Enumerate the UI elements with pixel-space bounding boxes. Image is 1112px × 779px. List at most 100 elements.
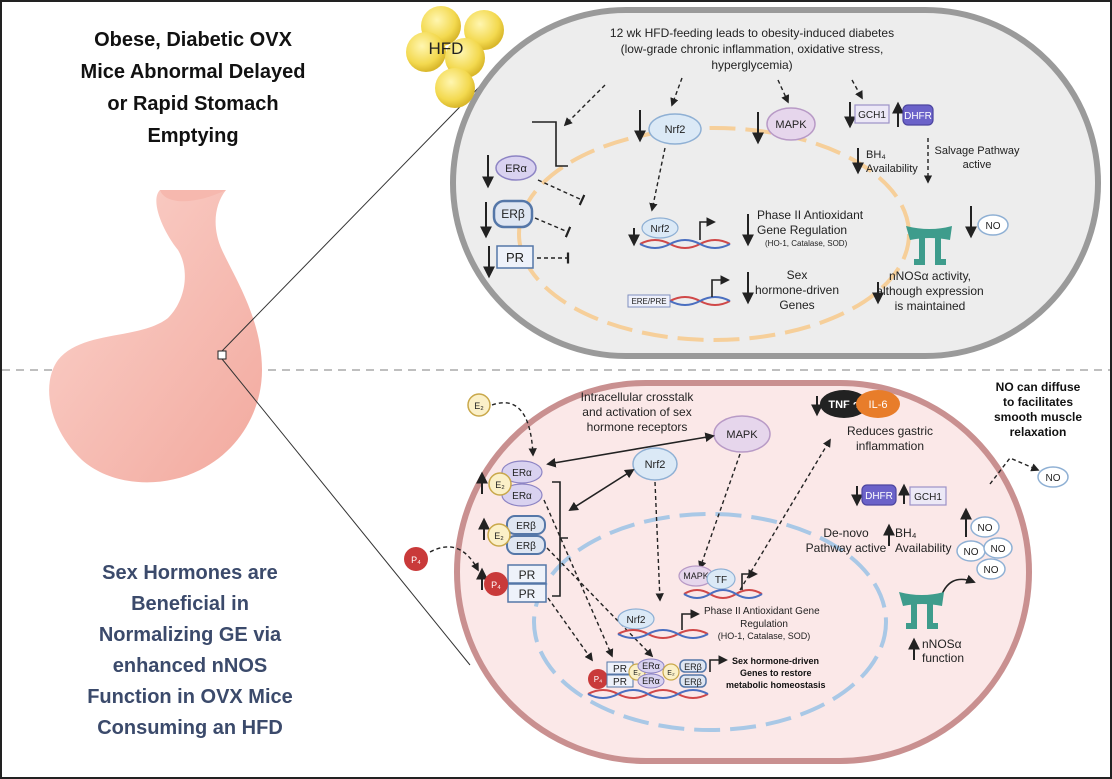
dna-bound-p4-label: P₄: [594, 675, 603, 684]
bottom-era-label: ERα: [512, 491, 532, 502]
dna-bound-era-label: ERα: [642, 661, 660, 671]
top-desc-line-3: hyperglycemia): [711, 58, 792, 72]
mapk-to-gene: [698, 453, 741, 570]
bottom-pr-label: PR: [519, 587, 536, 601]
p4-entry-arrow: [429, 546, 479, 572]
bound-p4: [484, 572, 508, 596]
dna-strand: [587, 689, 709, 699]
bottom-dhfr-label: DHFR: [865, 491, 893, 502]
bottom-erb-label: ERβ: [516, 541, 536, 552]
bottom-title-line-4: enhanced nNOS: [113, 655, 267, 677]
diffused-no-label: NO: [1046, 473, 1061, 484]
top-salvage-line-1: Salvage Pathway: [935, 145, 1020, 157]
transcription-arrow: [699, 217, 716, 240]
tnf-label: TNF α: [828, 399, 859, 411]
top-salvage-line-2: active: [963, 159, 992, 171]
dna-bound-pr: [606, 674, 634, 688]
p4-hormone-icon: [404, 547, 428, 571]
bottom-sex-genes-line-2: Genes to restore: [740, 668, 812, 678]
bottom-cell: E₂ P₄ Intracellular crosstalk and activa…: [404, 380, 1082, 764]
reduces-line-1: Reduces gastric: [847, 424, 933, 438]
top-nrf2: [648, 113, 702, 145]
denovo-line-1: De-novo: [823, 526, 869, 540]
dna-strand: [639, 239, 731, 249]
no-diffuse-line-1: NO can diffuse: [996, 380, 1081, 394]
top-era-label: ERα: [505, 163, 527, 175]
bottom-nnos-line-1: nNOSα: [922, 637, 962, 651]
bottom-era-receptor: [501, 460, 543, 484]
bottom-phase2-line-2: Regulation: [740, 619, 788, 630]
arrow-to-inhibition: [563, 84, 606, 127]
no-molecule-label: NO: [984, 565, 999, 576]
era-to-dna: [543, 499, 614, 658]
fat-globule: [435, 68, 475, 108]
bottom-title-line-2: Beneficial in: [131, 593, 249, 615]
no-diffuse-line-2: to facilitates: [1003, 395, 1073, 409]
bound-e2-label: E₂: [495, 480, 505, 490]
fat-globule: [464, 10, 504, 50]
top-cell: HFD 12 wk HFD-feeding leads to obesity-i…: [406, 6, 1101, 359]
top-phase2-line-2: Gene Regulation: [757, 223, 847, 237]
gene-to-cytokines: [739, 438, 831, 591]
transcription-arrow: [709, 655, 728, 672]
zoom-square: [217, 350, 227, 360]
top-phase2-sub: (HO-1, Catalase, SOD): [765, 239, 848, 248]
bottom-sex-genes-line-3: metabolic homeostasis: [726, 680, 826, 690]
top-pr-receptor: [496, 245, 534, 269]
top-mapk-label: MAPK: [775, 119, 807, 131]
dna-bound-era: [637, 673, 665, 689]
top-title-line-2: Mice Abnormal Delayed: [81, 61, 306, 83]
transcription-arrow: [741, 569, 758, 590]
dna-strand: [669, 296, 731, 306]
top-dhfr: [902, 104, 934, 126]
top-nnos-line-2: although expression: [876, 284, 983, 298]
nrf2-to-gene: [654, 481, 664, 602]
bottom-mapk-gene-label: MAPK: [683, 571, 709, 581]
transcription-arrow: [681, 609, 700, 630]
dna-bound-p4: [588, 669, 608, 689]
top-nnos-line-3: is maintained: [895, 299, 966, 313]
era-inhibit: [537, 179, 586, 206]
inhibition-bracket: [532, 121, 568, 167]
bottom-tf-label: TF: [715, 575, 727, 586]
bottom-erb-label: ERβ: [516, 521, 536, 532]
bottom-title: Sex Hormones are Beneficial in Normalizi…: [87, 562, 293, 739]
bottom-era-label: ERα: [512, 468, 532, 479]
top-no-label: NO: [986, 221, 1001, 232]
no-diffuse-line-4: relaxation: [1010, 425, 1067, 439]
bottom-gch1: [909, 486, 947, 506]
bottom-title-line-1: Sex Hormones are: [102, 562, 278, 584]
p4-outside-label: P₄: [411, 555, 421, 565]
top-desc-line-2: (low-grade chronic inflammation, oxidati…: [621, 42, 884, 56]
dna-strand: [617, 629, 709, 639]
hfd-fat-globules: HFD: [406, 6, 504, 108]
top-sex-genes-line-3: Genes: [779, 298, 814, 312]
dna-bound-e2: [662, 663, 680, 681]
top-cell-membrane: [450, 7, 1101, 359]
top-title-line-4: Emptying: [147, 125, 238, 147]
top-ere-dna: ERE/PRE: [627, 275, 731, 308]
top-nrf2-dna: Nrf2: [628, 217, 731, 249]
bottom-title-line-3: Normalizing GE via: [99, 624, 282, 646]
top-erb-label: ERβ: [501, 207, 525, 221]
bottom-pr-receptor: [507, 564, 547, 584]
transcription-arrow: [711, 275, 730, 297]
no-cluster: NO NO NO NO: [956, 516, 1013, 580]
bottom-dhfr: [861, 484, 897, 506]
diffused-no: [1037, 466, 1069, 488]
bottom-gch1-label: GCH1: [914, 492, 942, 503]
no-molecule-label: NO: [964, 547, 979, 558]
receptor-bracket: [552, 481, 568, 597]
dna-bound-erb: [679, 674, 707, 688]
top-ere-pre-label: ERE/PRE: [631, 297, 666, 306]
dna-bound-e2-label: E₂: [633, 670, 641, 677]
il6-label: IL-6: [869, 399, 888, 411]
bottom-bh4-line-2: Availability: [895, 541, 951, 555]
bound-e2: [487, 523, 511, 547]
bottom-phase2-line-1: Phase II Antioxidant Gene: [704, 606, 820, 617]
no-molecule: [970, 516, 1000, 538]
dna-strand: [683, 589, 763, 599]
bottom-nnos-line-2: function: [922, 651, 964, 665]
bottom-nrf2-gene: [617, 608, 655, 630]
